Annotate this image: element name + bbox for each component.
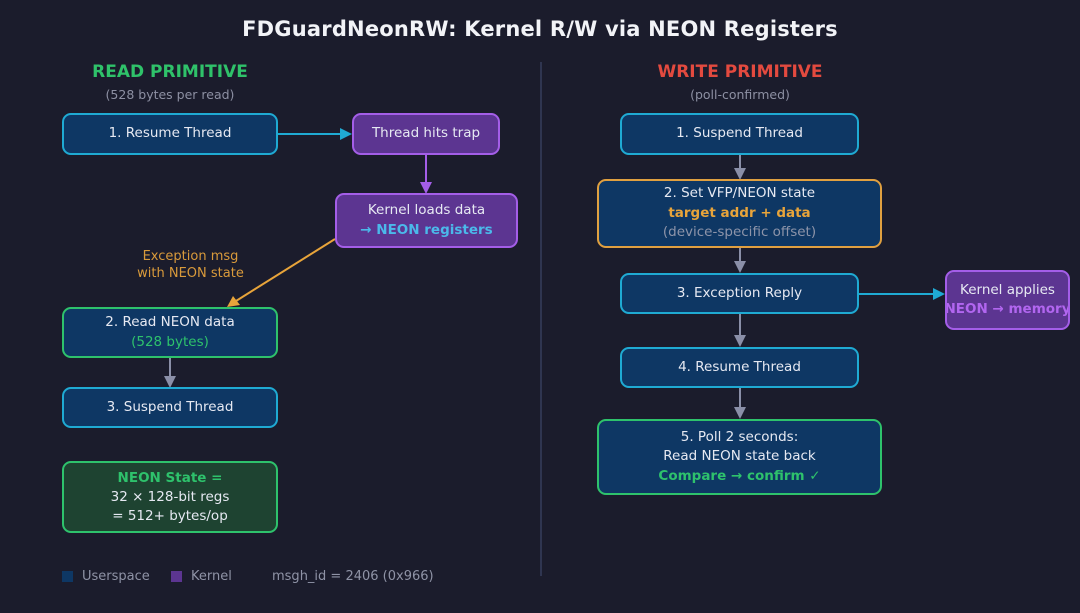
write-step-suspend-thread: 1. Suspend Thread <box>620 113 859 155</box>
exception-msg-annotation: Exception msg with NEON state <box>118 248 263 282</box>
write-node-kernel-applies: Kernel applies NEON → memory <box>945 270 1070 330</box>
read-primitive-title: READ PRIMITIVE <box>92 62 248 82</box>
read-node-kernel-loads-data: Kernel loads data → NEON registers <box>335 193 518 248</box>
write-step-exception-reply: 3. Exception Reply <box>620 273 859 314</box>
userspace-swatch-icon <box>62 571 73 582</box>
poll-line2: Read NEON state back <box>663 448 816 465</box>
neon-state-line2: 32 × 128-bit regs <box>110 488 230 505</box>
read-step-resume-label: 1. Resume Thread <box>108 125 232 142</box>
kernel-loads-line1: Kernel loads data <box>367 202 486 218</box>
kernel-loads-line2: → NEON registers <box>360 221 493 238</box>
read-primitive-subtitle: (528 bytes per read) <box>105 87 235 102</box>
write-step-set-neon-state: 2. Set VFP/NEON state target addr + data… <box>597 179 882 248</box>
reply-label: 3. Exception Reply <box>676 284 803 301</box>
arrowhead-read-data-to-suspend <box>164 376 176 388</box>
legend-kernel: Kernel <box>171 569 232 584</box>
arrowhead-w4-to-w5 <box>734 407 746 419</box>
arrow-kernel-to-read-data <box>235 238 336 302</box>
kernel-applies-line2: NEON → memory <box>945 301 1070 317</box>
set-state-line2: target addr + data <box>668 204 811 221</box>
diagram-title: FDGuardNeonRW: Kernel R/W via NEON Regis… <box>242 17 838 41</box>
read-data-line2: (528 bytes) <box>131 333 209 350</box>
arrowhead-w3-to-w4 <box>734 335 746 347</box>
poll-line3: Compare → confirm ✓ <box>658 467 821 484</box>
neon-state-line3: = 512+ bytes/op <box>112 507 228 524</box>
section-divider <box>540 62 542 576</box>
read-suspend-label: 3. Suspend Thread <box>106 398 234 415</box>
legend-userspace: Userspace <box>62 569 150 584</box>
write-primitive-title: WRITE PRIMITIVE <box>657 62 823 82</box>
write-step-resume-thread: 4. Resume Thread <box>620 347 859 388</box>
set-state-line1: 2. Set VFP/NEON state <box>663 185 816 202</box>
read-data-line1: 2. Read NEON data <box>105 314 235 330</box>
annotation-line2: with NEON state <box>137 266 244 281</box>
arrowhead-resume-to-trap <box>340 128 352 140</box>
kernel-swatch-icon <box>171 571 182 582</box>
legend-userspace-label: Userspace <box>82 569 150 584</box>
read-step-suspend-thread: 3. Suspend Thread <box>62 387 278 428</box>
neon-state-line1: NEON State = <box>117 469 223 486</box>
read-step-read-neon-data: 2. Read NEON data (528 bytes) <box>62 307 278 358</box>
set-state-line3: (device-specific offset) <box>662 224 817 241</box>
arrowhead-reply-to-kernel-applies <box>933 288 945 300</box>
neon-state-info-box: NEON State = 32 × 128-bit regs = 512+ by… <box>62 461 278 533</box>
arrowhead-w1-to-w2 <box>734 168 746 180</box>
arrowhead-trap-to-kernel-loads <box>420 182 432 194</box>
arrowhead-kernel-to-read-data <box>227 296 240 307</box>
annotation-line1: Exception msg <box>142 249 239 264</box>
write-suspend-label: 1. Suspend Thread <box>676 125 803 142</box>
trap-label: Thread hits trap <box>371 125 481 142</box>
arrowhead-w2-to-w3 <box>734 261 746 273</box>
read-node-thread-hits-trap: Thread hits trap <box>352 113 500 155</box>
write-primitive-subtitle: (poll-confirmed) <box>690 87 790 102</box>
write-step-poll-confirm: 5. Poll 2 seconds: Read NEON state back … <box>597 419 882 495</box>
read-step-resume-thread: 1. Resume Thread <box>62 113 278 155</box>
legend-kernel-label: Kernel <box>191 569 232 584</box>
write-resume-label: 4. Resume Thread <box>678 358 801 375</box>
poll-line1: 5. Poll 2 seconds: <box>680 428 799 445</box>
msgh-id-note: msgh_id = 2406 (0x966) <box>272 569 434 584</box>
kernel-applies-line1: Kernel applies <box>960 281 1055 298</box>
